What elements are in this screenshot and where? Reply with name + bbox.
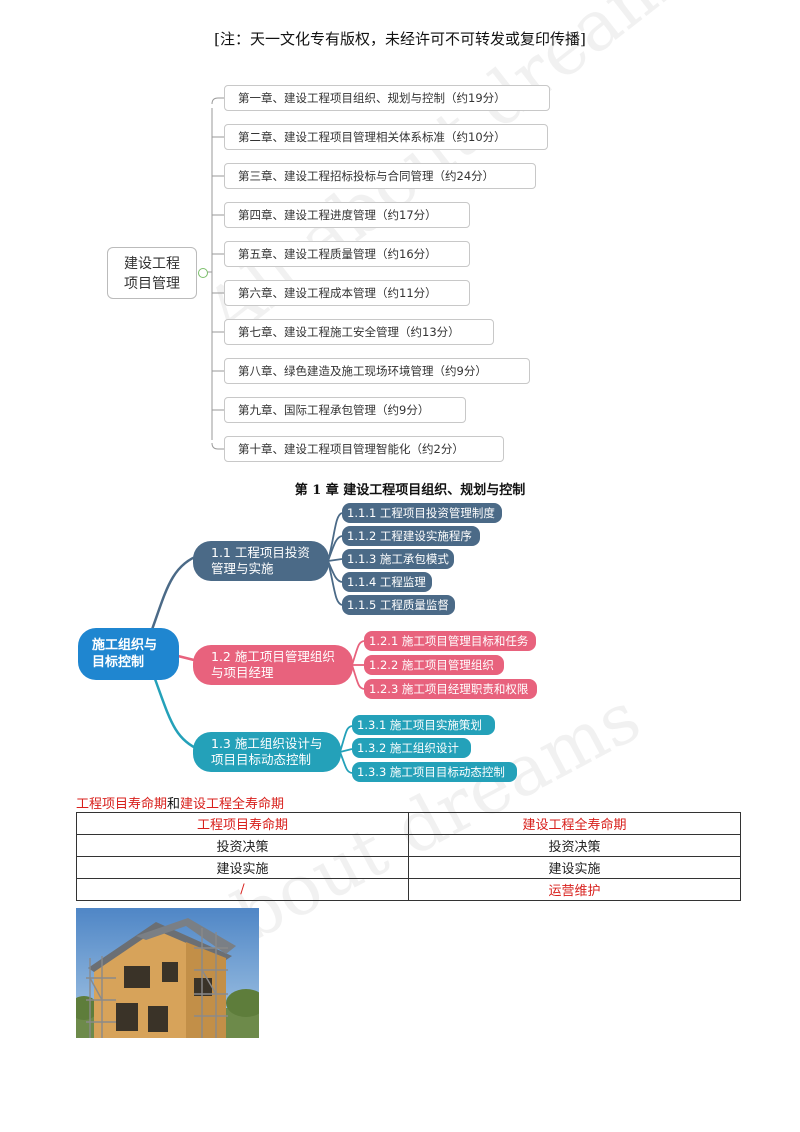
branch-label-line1: 1.3 施工组织设计与	[211, 736, 323, 751]
copyright-notice: [注：天一文化专有版权，未经许可不可转发或复印传播]	[214, 30, 586, 48]
branch-1-1: 1.1 工程项目投资 管理与实施	[193, 541, 329, 581]
table-cell: 投资决策	[76, 834, 409, 857]
leaf-1-1-1: 1.1.1 工程项目投资管理制度	[342, 503, 502, 523]
table-cell: 投资决策	[408, 834, 741, 857]
leaf-1-3-3: 1.3.3 施工项目目标动态控制	[352, 762, 517, 782]
branch-1-3: 1.3 施工组织设计与 项目目标动态控制	[193, 732, 341, 772]
heading-part2: 建设工程全寿命期	[180, 797, 285, 812]
branch-1-2: 1.2 施工项目管理组织 与项目经理	[193, 645, 353, 685]
table-cell: 建设实施	[408, 856, 741, 879]
ch1-root-line1: 施工组织与	[92, 638, 158, 653]
table-cell: 建设实施	[76, 856, 409, 879]
branch-label-line2: 管理与实施	[211, 561, 274, 576]
branch-label-line1: 1.2 施工项目管理组织	[211, 649, 335, 664]
branch-label-line1: 1.1 工程项目投资	[211, 545, 310, 560]
leaf-1-2-3: 1.2.3 施工项目经理职责和权限	[364, 679, 537, 699]
chapter-node-10: 第十章、建设工程项目管理智能化（约2分）	[224, 436, 504, 462]
leaf-1-3-1: 1.3.1 施工项目实施策划	[352, 715, 495, 735]
table-header-cell: 工程项目寿命期	[76, 812, 409, 835]
leaf-1-3-2: 1.3.2 施工组织设计	[352, 738, 471, 758]
leaf-1-1-5: 1.1.5 工程质量监督	[342, 595, 455, 615]
root-label-line2: 项目管理	[124, 276, 180, 292]
chapter-node-7: 第七章、建设工程施工安全管理（约13分）	[224, 319, 494, 345]
branch-label-line2: 与项目经理	[211, 665, 274, 680]
chapter-node-6: 第六章、建设工程成本管理（约11分）	[224, 280, 470, 306]
branch-label-line2: 项目目标动态控制	[211, 752, 312, 767]
chapter-node-5: 第五章、建设工程质量管理（约16分）	[224, 241, 470, 267]
table-cell: /	[76, 878, 409, 901]
leaf-1-2-1: 1.2.1 施工项目管理目标和任务	[364, 631, 536, 651]
leaf-1-1-4: 1.1.4 工程监理	[342, 572, 432, 592]
chapter-node-9: 第九章、国际工程承包管理（约9分）	[224, 397, 466, 423]
house-construction-photo	[76, 908, 259, 1038]
chapters-connector-lines	[206, 97, 224, 450]
ch1-root-line2: 目标控制	[92, 655, 145, 670]
chapter-node-3: 第三章、建设工程招标投标与合同管理（约24分）	[224, 163, 536, 189]
chapter-node-4: 第四章、建设工程进度管理（约17分）	[224, 202, 470, 228]
root-label-line1: 建设工程	[124, 256, 180, 272]
heading-connector: 和	[167, 797, 181, 812]
chapter-node-1: 第一章、建设工程项目组织、规划与控制（约19分）	[224, 85, 550, 111]
table-header-cell: 建设工程全寿命期	[408, 812, 741, 835]
ch1-root-node: 施工组织与 目标控制	[78, 628, 179, 680]
leaf-1-2-2: 1.2.2 施工项目管理组织	[364, 655, 504, 675]
lifecycle-heading: 工程项目寿命期和建设工程全寿命期	[76, 793, 284, 812]
collapse-toggle-icon[interactable]	[198, 268, 208, 278]
chapter-node-8: 第八章、绿色建造及施工现场环境管理（约9分）	[224, 358, 530, 384]
mindmap-root-node: 建设工程 项目管理	[107, 247, 197, 299]
table-row: 投资决策 投资决策	[76, 834, 741, 857]
table-header-row: 工程项目寿命期 建设工程全寿命期	[76, 812, 741, 835]
chapter-1-title: 第 1 章 建设工程项目组织、规划与控制	[294, 483, 526, 498]
heading-part1: 工程项目寿命期	[76, 797, 168, 812]
leaf-1-1-3: 1.1.3 施工承包模式	[342, 549, 454, 569]
leaf-1-1-2: 1.1.2 工程建设实施程序	[342, 526, 480, 546]
table-row: / 运营维护	[76, 878, 741, 901]
lifecycle-table: 工程项目寿命期 建设工程全寿命期 投资决策 投资决策 建设实施 建设实施 / 运…	[76, 812, 741, 901]
table-row: 建设实施 建设实施	[76, 856, 741, 879]
chapter-node-2: 第二章、建设工程项目管理相关体系标准（约10分）	[224, 124, 548, 150]
table-cell: 运营维护	[408, 878, 741, 901]
